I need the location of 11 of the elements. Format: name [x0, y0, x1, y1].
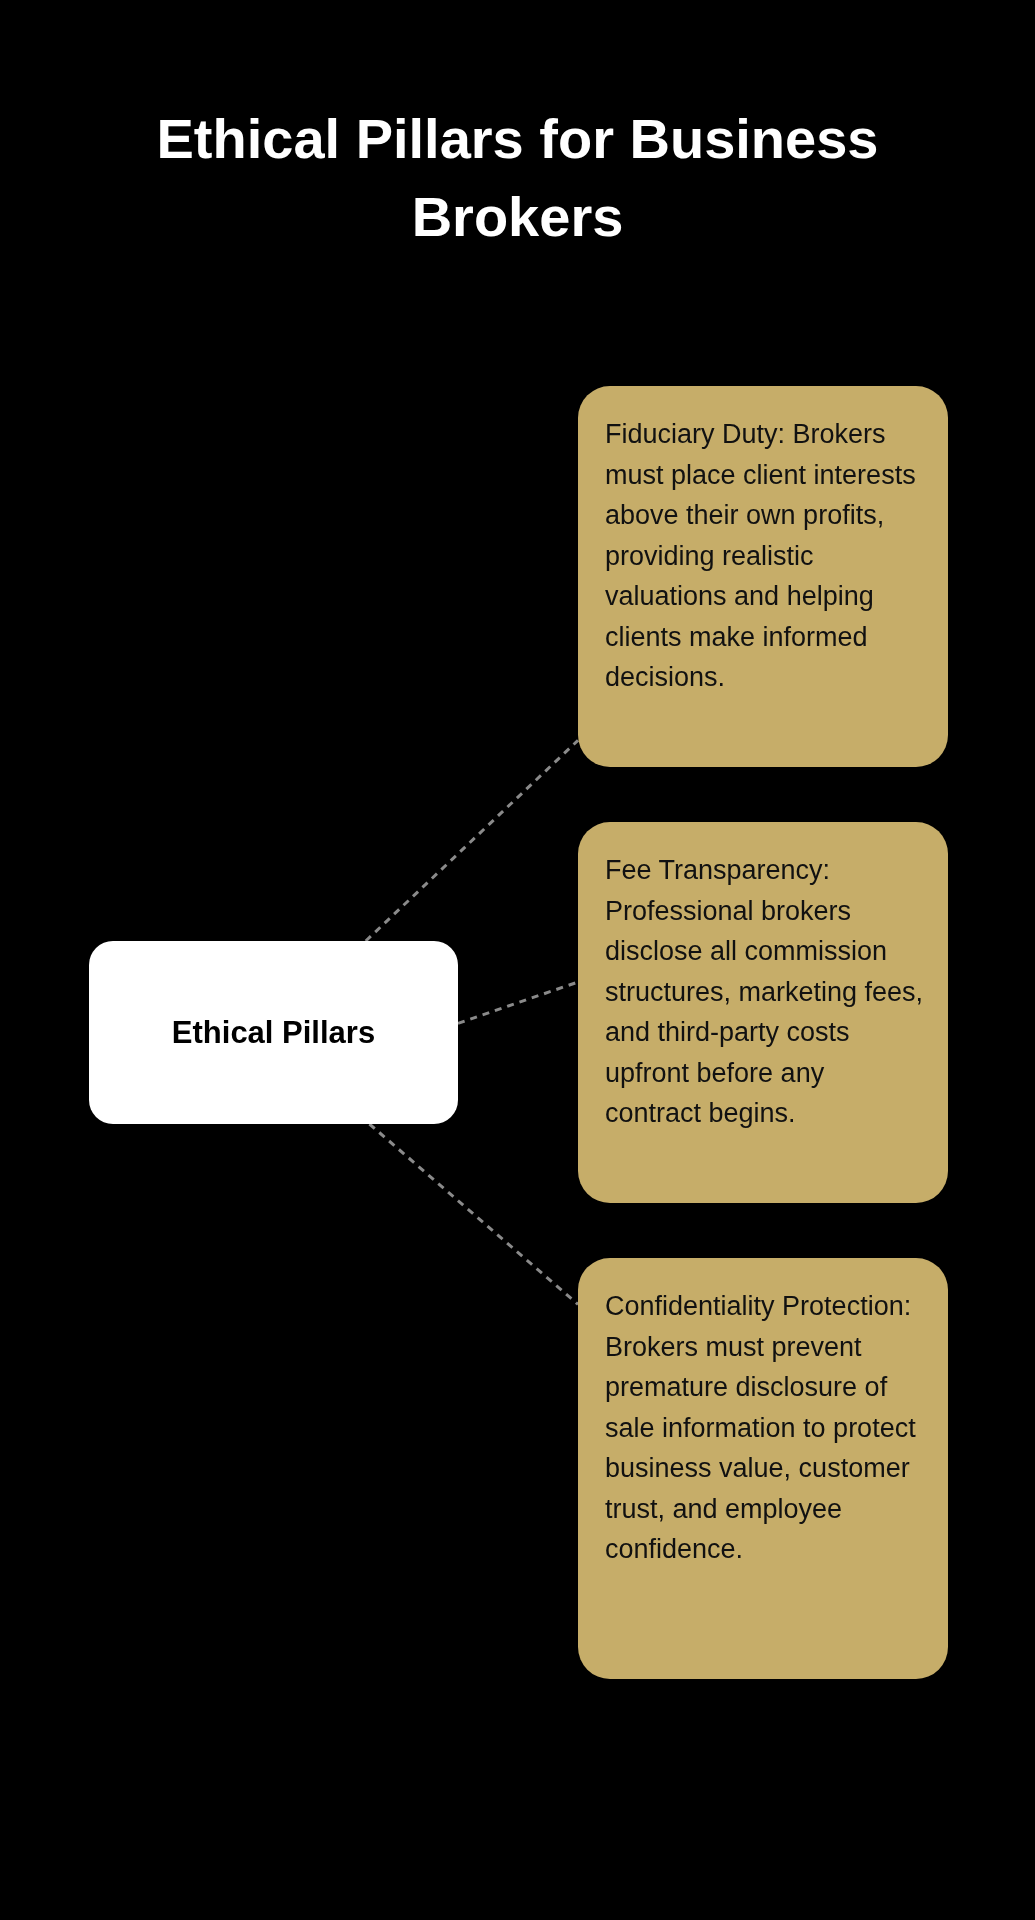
diagram-title: Ethical Pillars for Business Brokers: [155, 106, 880, 250]
pillar-description: Confidentiality Protection: Brokers must prevent premature disclosure of sale information to protect business value, customer trust, and employee confidence.: [605, 1290, 917, 1566]
dashed-connector: [364, 739, 580, 943]
pillar-description: Fee Transparency: Professional brokers disclose all commission structures, marketing fees, and third-party costs upfront before any contract begins.: [605, 854, 924, 1130]
center-label: Ethical Pillars: [171, 1014, 376, 1051]
pillar-card: [578, 822, 948, 1203]
center-box: [89, 941, 458, 1124]
pillar-card: [578, 1258, 948, 1679]
pillar-card: [578, 386, 948, 767]
pillar-description: Fiduciary Duty: Brokers must place client interests above their own profits, providing realistic valuations and helping clients make informed decisions.: [605, 418, 917, 694]
dashed-connector: [368, 1122, 579, 1306]
